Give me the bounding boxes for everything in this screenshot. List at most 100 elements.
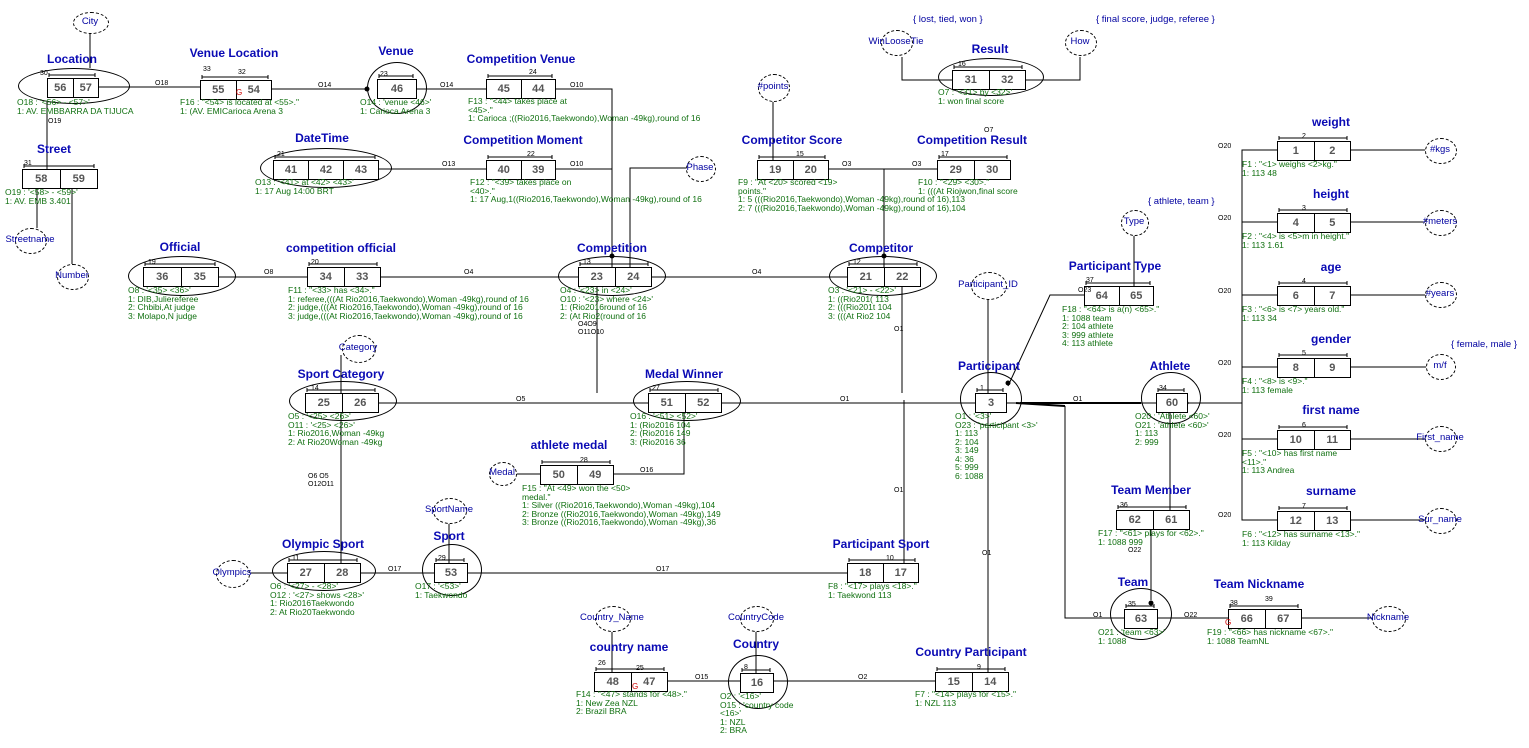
role-cell[interactable]: 62	[1128, 514, 1141, 526]
fact-box-result[interactable]: 31 32	[952, 70, 1026, 90]
value-type-circle-country_name[interactable]	[595, 606, 631, 632]
fact-box-surname[interactable]: 12 13	[1277, 511, 1351, 531]
role-cell[interactable]: 47	[630, 673, 668, 691]
role-cell[interactable]: 31	[964, 74, 977, 86]
role-cell[interactable]: 60	[1165, 397, 1179, 409]
value-type-circle-participant_id[interactable]	[971, 272, 1007, 300]
role-cell[interactable]: 2	[1313, 142, 1351, 160]
value-type-circle-medal[interactable]	[489, 462, 517, 486]
role-cell[interactable]: 52	[684, 394, 722, 412]
role-cell[interactable]: 23	[590, 271, 603, 283]
role-cell[interactable]: 33	[343, 268, 381, 286]
value-type-circle-number[interactable]	[57, 264, 89, 290]
role-cell[interactable]: 9	[1313, 359, 1351, 377]
value-type-circle-category[interactable]	[342, 335, 376, 363]
value-type-circle-points[interactable]	[758, 74, 790, 102]
role-cell[interactable]: 63	[1134, 613, 1148, 625]
role-cell[interactable]: 39	[520, 161, 556, 179]
role-cell[interactable]: 4	[1292, 217, 1299, 229]
role-cell[interactable]: 34	[319, 271, 332, 283]
value-type-circle-sur_name[interactable]	[1425, 508, 1457, 534]
fact-box-competitor[interactable]: 21 22	[847, 267, 921, 287]
role-cell[interactable]: 42	[308, 161, 343, 179]
role-cell[interactable]: 32	[988, 71, 1026, 89]
fact-box-team_nickname[interactable]: 66 67	[1228, 609, 1302, 629]
value-type-circle-type[interactable]	[1121, 210, 1149, 236]
role-cell[interactable]: 65	[1118, 287, 1154, 305]
value-type-circle-streetname[interactable]	[15, 228, 47, 254]
value-type-circle-phase[interactable]	[686, 156, 716, 182]
role-cell[interactable]: 19	[769, 164, 782, 176]
fact-box-sport[interactable]: 53	[434, 563, 468, 583]
role-cell[interactable]: 56	[54, 82, 67, 94]
role-cell[interactable]: 13	[1313, 512, 1351, 530]
fact-box-participant_type[interactable]: 64 65	[1084, 286, 1154, 306]
role-cell[interactable]: 54	[235, 81, 272, 99]
role-cell[interactable]: 64	[1095, 290, 1108, 302]
value-type-circle-win_loose_tie[interactable]	[881, 30, 913, 56]
fact-box-participant[interactable]: 3	[975, 393, 1007, 413]
value-type-circle-how[interactable]	[1065, 30, 1097, 56]
value-type-circle-mf[interactable]	[1426, 354, 1456, 380]
fact-box-country[interactable]: 16	[740, 673, 774, 693]
role-cell[interactable]: 41	[284, 164, 298, 176]
value-type-circle-years[interactable]	[1425, 282, 1457, 308]
role-cell[interactable]: 5	[1313, 214, 1351, 232]
role-cell[interactable]: 6	[1292, 290, 1299, 302]
role-cell[interactable]: 49	[576, 466, 614, 484]
role-cell[interactable]: 24	[614, 268, 652, 286]
role-cell[interactable]: 58	[35, 173, 48, 185]
value-type-circle-kgs[interactable]	[1425, 138, 1457, 164]
role-cell[interactable]: 22	[883, 268, 921, 286]
role-cell[interactable]: 17	[882, 564, 919, 582]
fact-box-olympic_sport[interactable]: 27 28	[287, 563, 361, 583]
role-cell[interactable]: 59	[59, 170, 98, 188]
fact-box-medal_winner[interactable]: 51 52	[648, 393, 722, 413]
role-cell[interactable]: 7	[1313, 287, 1351, 305]
fact-box-competition[interactable]: 23 24	[578, 267, 652, 287]
role-cell[interactable]: 61	[1152, 511, 1190, 529]
role-cell[interactable]: 50	[552, 469, 565, 481]
role-cell[interactable]: 10	[1289, 434, 1302, 446]
fact-box-competition_official[interactable]: 34 33	[307, 267, 381, 287]
role-cell[interactable]: 25	[317, 397, 330, 409]
role-cell[interactable]: 15	[947, 676, 960, 688]
role-cell[interactable]: 29	[949, 164, 962, 176]
value-type-circle-nickname[interactable]	[1372, 606, 1406, 632]
role-cell[interactable]: 40	[497, 164, 510, 176]
role-cell[interactable]: 21	[859, 271, 872, 283]
value-type-circle-sport_name[interactable]	[433, 498, 467, 524]
role-cell[interactable]: 18	[859, 567, 872, 579]
role-cell[interactable]: 27	[299, 567, 312, 579]
role-cell[interactable]: 43	[343, 161, 378, 179]
role-cell[interactable]: 45	[497, 83, 510, 95]
fact-box-athlete_medal[interactable]: 50 49	[540, 465, 614, 485]
role-cell[interactable]: 67	[1264, 610, 1302, 628]
role-cell[interactable]: 28	[323, 564, 361, 582]
role-cell[interactable]: 53	[444, 567, 458, 579]
role-cell[interactable]: 66	[1240, 613, 1253, 625]
role-cell[interactable]: 8	[1292, 362, 1299, 374]
role-cell[interactable]: 35	[180, 268, 219, 286]
role-cell[interactable]: 12	[1289, 515, 1302, 527]
fact-box-street[interactable]: 58 59	[22, 169, 98, 189]
role-cell[interactable]: 46	[390, 83, 404, 95]
value-type-circle-city[interactable]	[73, 12, 109, 34]
role-cell[interactable]: 51	[660, 397, 673, 409]
fact-box-team[interactable]: 63	[1124, 609, 1158, 629]
